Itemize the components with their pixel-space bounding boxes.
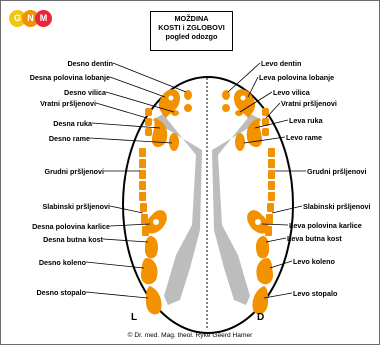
label-right-pelvis: Leva polovina karlice (289, 221, 362, 230)
leader-right-knee (270, 261, 292, 268)
label-left-skull: Desna polovina lobanje (30, 73, 110, 82)
label-left-pelvis: Desna polovina karlice (32, 222, 110, 231)
label-left-jaw: Desno vilica (64, 88, 106, 97)
label-left-foot: Desno stopalo (36, 288, 86, 297)
leader-right-dentin (228, 63, 260, 92)
label-left-femur: Desna butna kost (43, 235, 103, 244)
label-left-lumbar: Slabinski pršljenovi (42, 202, 110, 211)
label-right-knee: Levo koleno (293, 257, 335, 266)
label-left-cervical: Vratni pršljenovi (40, 99, 96, 108)
label-right-lumbar: Slabinski pršljenovi (303, 202, 371, 211)
thoracic-left-2 (139, 159, 146, 168)
knee-right (256, 258, 273, 284)
side-letter-left: L (131, 312, 137, 323)
leader-left-knee (86, 262, 144, 268)
cervical-left-1 (145, 108, 152, 116)
thoracic-left-1 (139, 148, 146, 157)
shoulder-right (235, 133, 245, 151)
copyright-text: © Dr. med. Mag. theol. Ryke Geerd Hamer (0, 332, 380, 339)
thoracic-right-4 (268, 181, 275, 190)
label-right-thoracic: Grudni pršljenovi (307, 167, 367, 176)
label-left-knee: Desno koleno (39, 258, 86, 267)
skull-hole-left (169, 96, 174, 101)
femur-right (256, 236, 269, 258)
leader-left-dentin (113, 63, 186, 92)
label-right-femur: Leva butna kost (287, 234, 342, 243)
skull-hole-right (241, 96, 246, 101)
cervical-right-3 (262, 128, 269, 136)
pelvis-hole-left (153, 219, 159, 225)
label-right-foot: Levo stopalo (293, 289, 337, 298)
label-right-shoulder: Levo rame (286, 133, 322, 142)
leader-left-pelvis (110, 224, 150, 226)
leader-right-skull (248, 77, 258, 97)
dentin-left-2 (184, 104, 192, 112)
jaw-left (171, 110, 179, 116)
leader-left-cervical (96, 103, 147, 118)
thoracic-right-6 (267, 203, 274, 212)
cervical-right-1 (262, 108, 269, 116)
knee-left (141, 258, 158, 284)
label-left-dentin: Desno dentin (67, 59, 113, 68)
dentin-right-2 (222, 104, 230, 112)
thoracic-left-5 (139, 192, 146, 201)
side-letter-right: D (257, 312, 264, 323)
foot-right (252, 286, 268, 314)
thoracic-left-3 (139, 170, 146, 179)
shoulder-left (169, 133, 179, 151)
label-right-jaw: Levo vilica (273, 88, 310, 97)
label-right-arm: Leva ruka (289, 116, 323, 125)
label-right-dentin: Levo dentin (261, 59, 301, 68)
thoracic-right-2 (268, 159, 275, 168)
thoracic-right-1 (268, 148, 275, 157)
leader-right-femur (266, 238, 286, 242)
label-right-skull: Leva polovina lobanje (259, 73, 334, 82)
pelvis-hole-right (255, 219, 261, 225)
thoracic-left-6 (140, 203, 147, 212)
label-right-cervical: Vratni pršljenovi (281, 99, 337, 108)
thoracic-right-5 (268, 192, 275, 201)
cervical-left-3 (145, 128, 152, 136)
label-left-arm: Desna ruka (53, 119, 92, 128)
thoracic-left-4 (139, 181, 146, 190)
foot-left (146, 286, 162, 314)
label-left-thoracic: Grudni pršljenovi (44, 167, 104, 176)
label-left-shoulder: Desno rame (49, 134, 90, 143)
leader-left-lumbar (110, 206, 143, 213)
femur-left (145, 236, 158, 258)
leader-left-foot (86, 292, 148, 298)
thoracic-right-3 (268, 170, 275, 179)
cervical-left-2 (145, 118, 152, 126)
leader-right-lumbar (272, 206, 302, 213)
